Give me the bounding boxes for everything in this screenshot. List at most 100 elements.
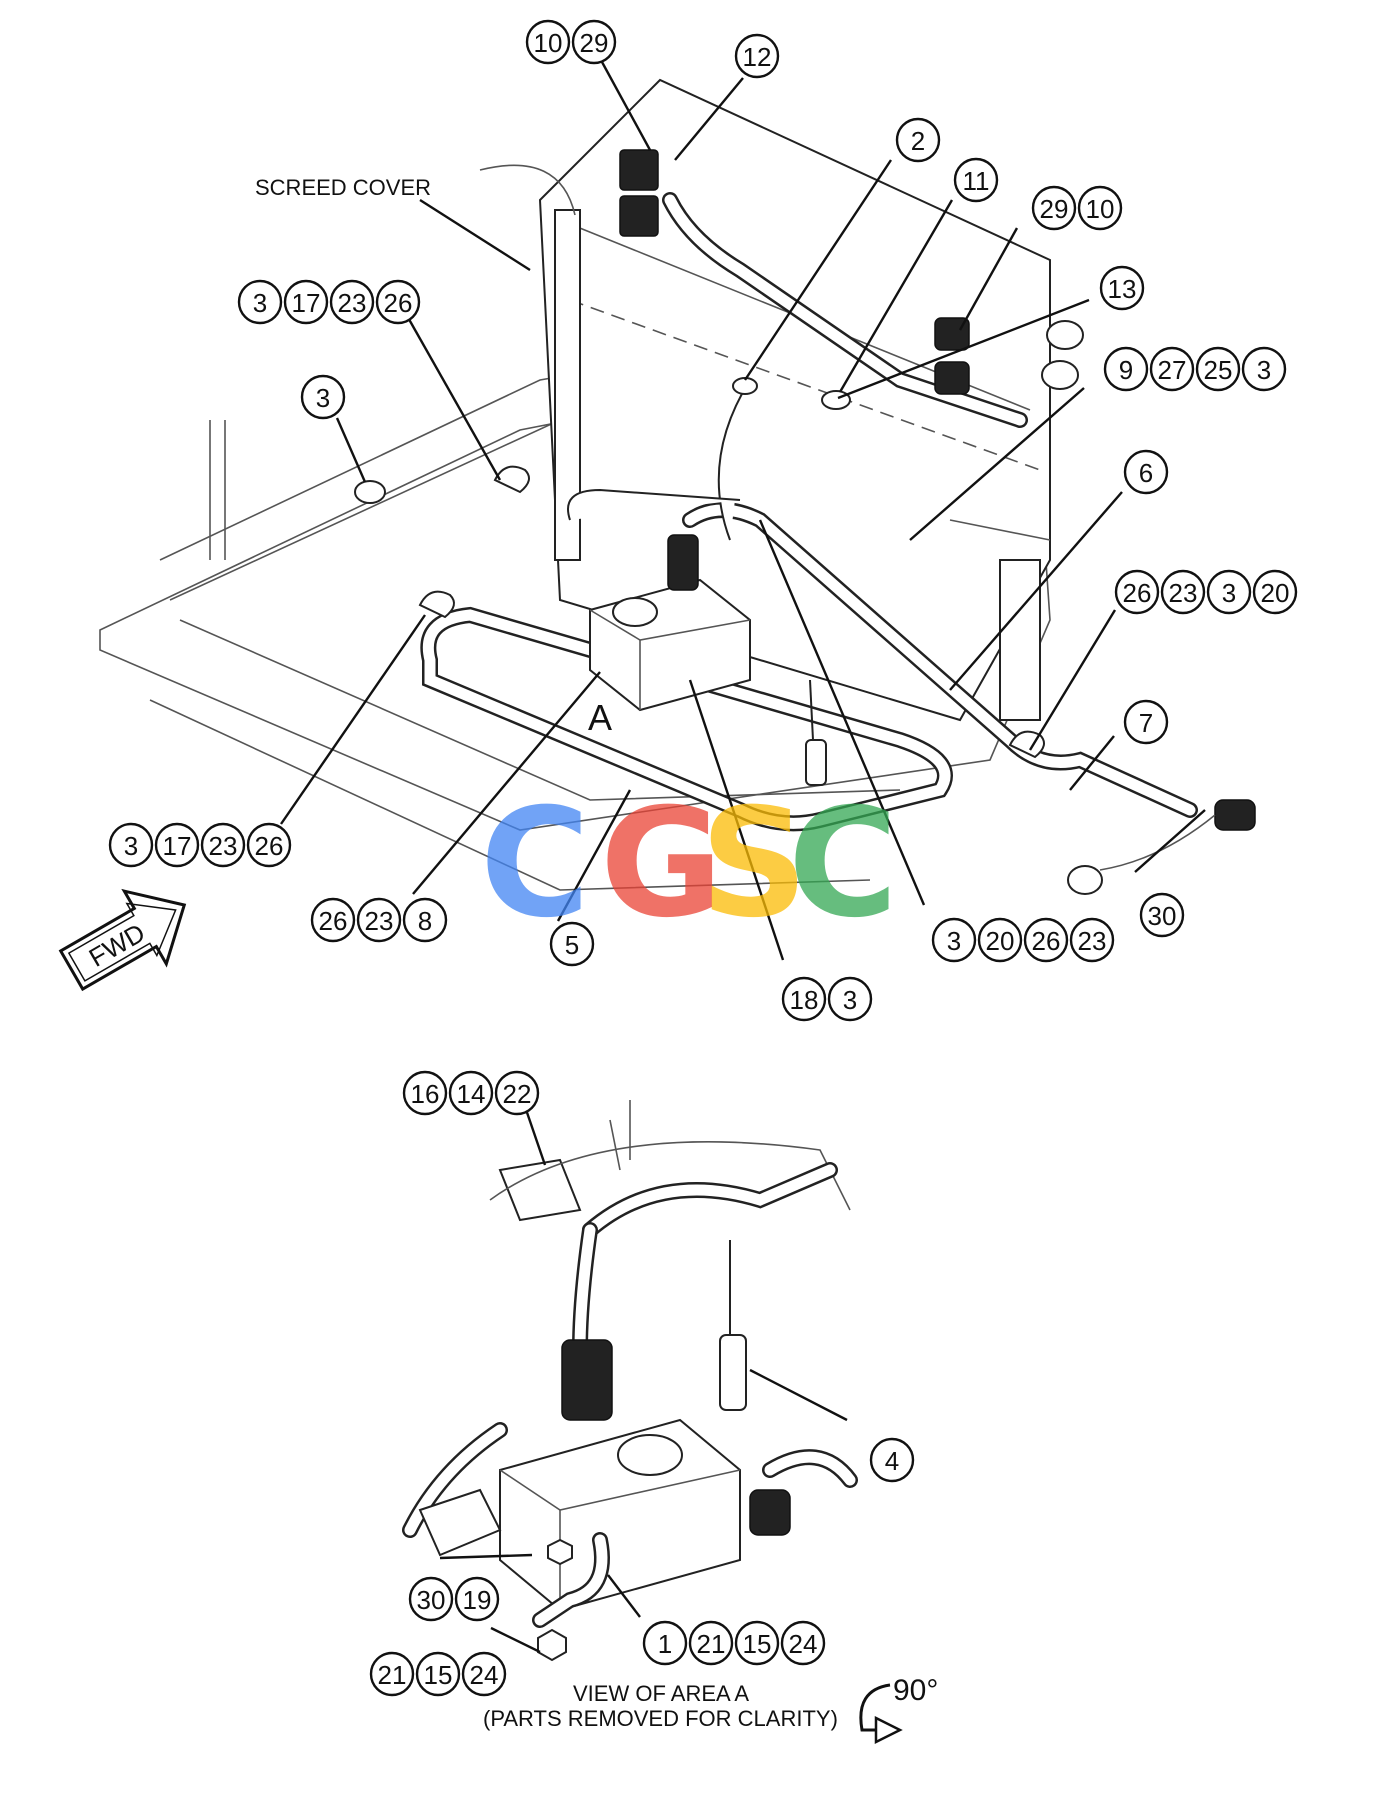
callout-circle	[1123, 699, 1169, 745]
callout-circle	[283, 279, 329, 325]
callout-circle	[461, 1651, 507, 1697]
callout-circle	[356, 897, 402, 943]
callout-number: 25	[1204, 355, 1233, 385]
main-view-drawing	[99, 78, 1256, 895]
callout-circle	[571, 19, 617, 65]
callout-number: 14	[457, 1079, 486, 1109]
callout-number: 16	[411, 1079, 440, 1109]
callout-circle	[688, 1620, 734, 1666]
callout-number: 13	[1108, 274, 1137, 304]
callout-circle	[310, 897, 356, 943]
callout-circle	[329, 279, 375, 325]
callout-circle	[781, 976, 827, 1022]
callout-number: 21	[697, 1629, 726, 1659]
callout-number: 5	[565, 930, 579, 960]
callout-circle	[780, 1620, 826, 1666]
callout-number: 3	[1257, 355, 1271, 385]
callout-number: 26	[1032, 926, 1061, 956]
callout-16-14-22: 16 14 22	[402, 1070, 540, 1116]
callout-number: 20	[986, 926, 1015, 956]
callout-6: 6	[1123, 449, 1169, 495]
callout-number: 23	[1169, 578, 1198, 608]
callout-circle	[931, 917, 977, 963]
callout-circle	[1099, 265, 1145, 311]
view-caption-line-1: VIEW OF AREA A	[573, 1681, 749, 1706]
callout-circle	[1031, 185, 1077, 231]
callout-number: 26	[1123, 578, 1152, 608]
callout-circle	[869, 1437, 915, 1483]
watermark-letter-4: C	[788, 777, 898, 951]
callout-circle	[375, 279, 421, 325]
callout-circle	[1149, 346, 1195, 392]
callout-circle	[200, 822, 246, 868]
callout-circle	[1077, 185, 1123, 231]
callout-number: 23	[1078, 926, 1107, 956]
callout-circle	[1139, 892, 1185, 938]
callout-number: 20	[1261, 578, 1290, 608]
callout-circle	[448, 1070, 494, 1116]
callout-number: 10	[534, 28, 563, 58]
area-a-letter: A	[588, 697, 612, 738]
watermark-letter-3: S	[700, 777, 808, 951]
callout-circle	[525, 19, 571, 65]
callout-circle	[402, 897, 448, 943]
callout-number: 11	[963, 166, 990, 196]
callout-7: 7	[1123, 699, 1169, 745]
callout-circle	[734, 1620, 780, 1666]
callout-circle	[1103, 346, 1149, 392]
callout-number: 17	[292, 288, 321, 318]
callout-number: 12	[743, 42, 772, 72]
callout-11: 11	[953, 157, 999, 203]
callout-number: 24	[470, 1660, 499, 1690]
callout-circle	[977, 917, 1023, 963]
callout-number: 1	[658, 1629, 672, 1659]
callout-circle	[1069, 917, 1115, 963]
rotation-arrow-icon	[859, 1683, 903, 1745]
callout-number: 9	[1119, 355, 1133, 385]
callout-5: 5	[549, 921, 595, 967]
callout-13: 13	[1099, 265, 1145, 311]
callout-number: 3	[124, 831, 138, 861]
callout-number: 8	[418, 906, 432, 936]
callout-circle	[1123, 449, 1169, 495]
callout-number: 18	[790, 985, 819, 1015]
callout-circle	[494, 1070, 540, 1116]
callout-circle	[154, 822, 200, 868]
callout-3-left: 3	[300, 374, 346, 420]
callout-number: 3	[316, 383, 330, 413]
callout-circle	[734, 33, 780, 79]
callout-number: 15	[424, 1660, 453, 1690]
callout-circle	[1252, 569, 1298, 615]
rotation-label: 90°	[893, 1674, 938, 1707]
callout-circle	[1241, 346, 1287, 392]
view-caption-line-2: (PARTS REMOVED FOR CLARITY)	[483, 1706, 838, 1731]
callout-circle	[108, 822, 154, 868]
callout-circle	[1195, 346, 1241, 392]
text-labels: SCREED COVER A VIEW OF AREA A (PARTS REM…	[255, 175, 938, 1731]
callout-circle	[953, 157, 999, 203]
callout-12: 12	[734, 33, 780, 79]
leader-lines	[280, 61, 1206, 1654]
callout-number: 6	[1139, 458, 1153, 488]
callout-number: 7	[1139, 708, 1153, 738]
callout-circle	[827, 976, 873, 1022]
callout-circle	[246, 822, 292, 868]
callout-number: 3	[947, 926, 961, 956]
callout-number: 22	[503, 1079, 532, 1109]
callout-number: 19	[463, 1585, 492, 1615]
callout-circle	[300, 374, 346, 420]
callout-30-top: 30	[1139, 892, 1185, 938]
callout-number: 26	[255, 831, 284, 861]
cgsc-watermark: C G S C	[480, 777, 898, 951]
